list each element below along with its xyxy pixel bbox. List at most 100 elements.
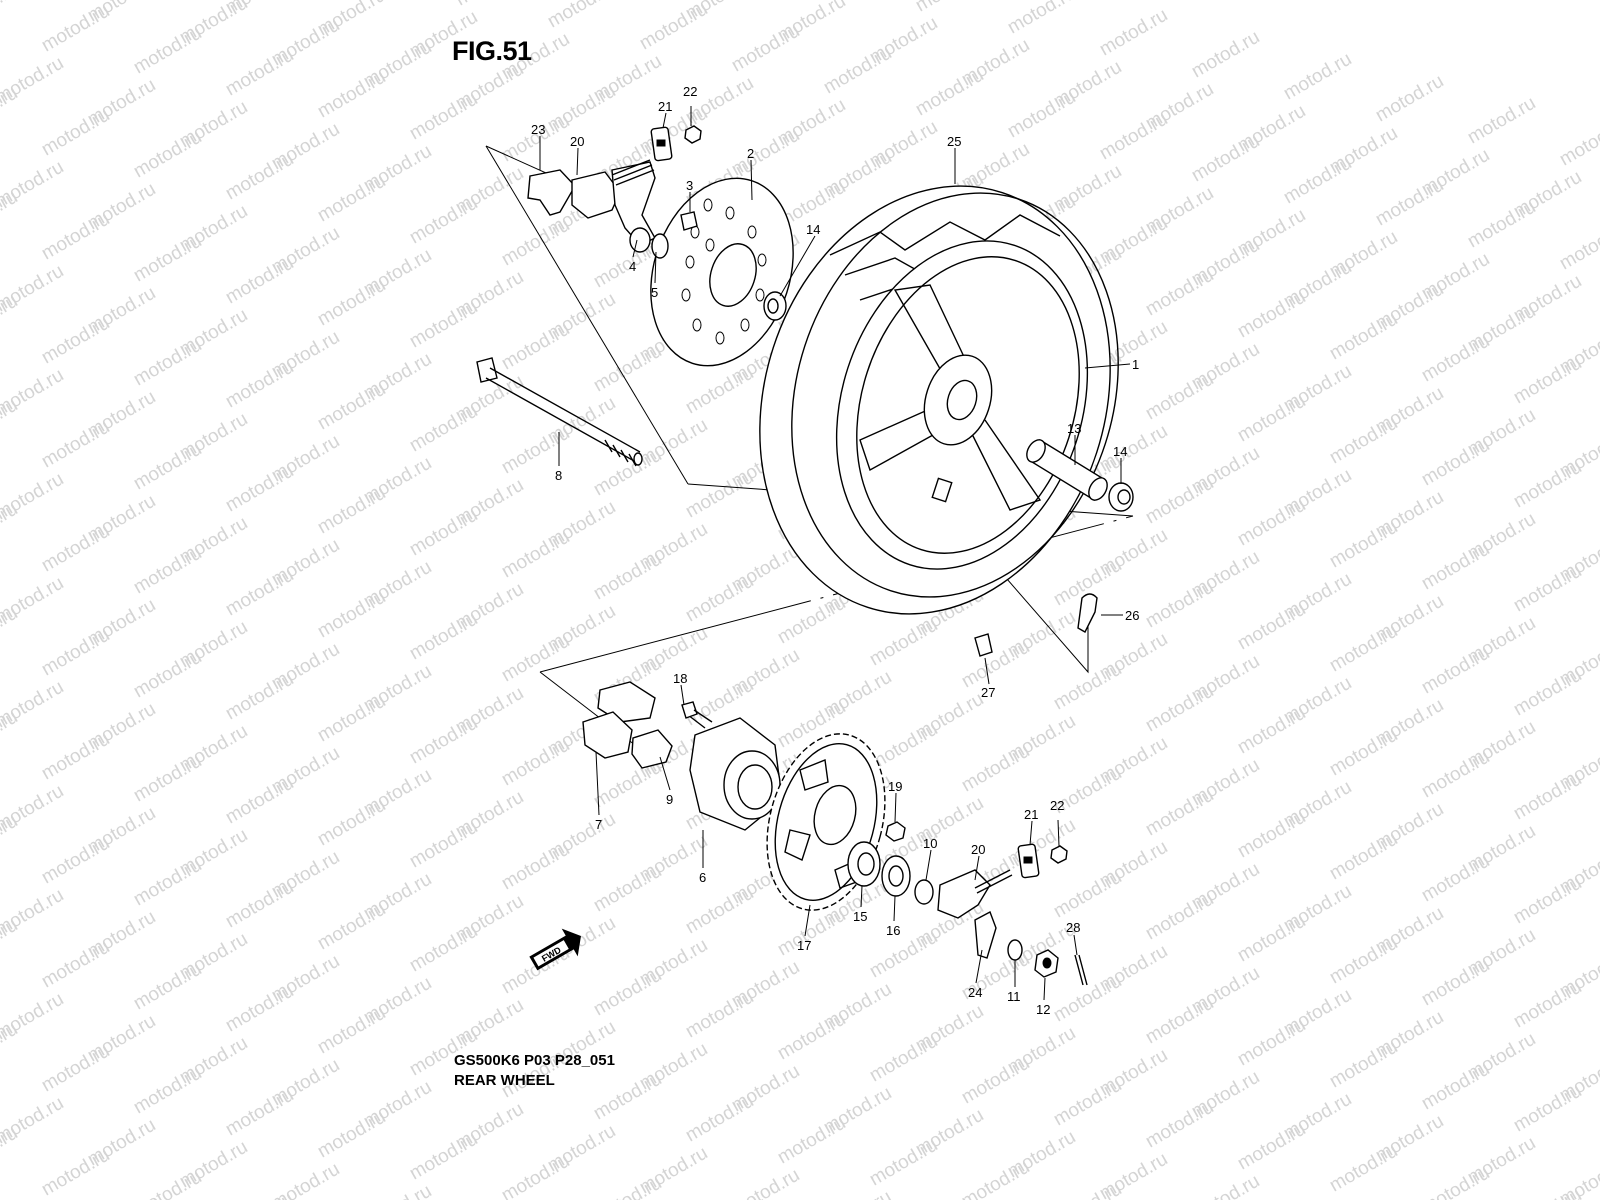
- watermark-text: motod.ru: [498, 735, 573, 791]
- callout-26: 26: [1125, 608, 1139, 623]
- watermark-text: motod.ru: [820, 43, 895, 99]
- callout-19: 19: [888, 779, 902, 794]
- cotter-pin-28: [1074, 954, 1088, 986]
- watermark-text: motod.ru: [1510, 665, 1585, 721]
- watermark-text: motod.ru: [130, 127, 205, 183]
- watermark-text: motod.ru: [498, 319, 573, 375]
- watermark-text: motod.ru: [1096, 5, 1171, 61]
- watermark-text: motod.ru: [406, 193, 481, 249]
- watermark-text: motod.ru: [1142, 1097, 1217, 1153]
- watermark-text: motod.ru: [1418, 539, 1493, 595]
- watermark-text: motod.ru: [1280, 153, 1355, 209]
- nut-19: [885, 821, 906, 842]
- watermark-text: motod.ru: [222, 461, 297, 517]
- watermark-text: motod.ru: [728, 1165, 803, 1200]
- callout-23: 23: [531, 122, 545, 137]
- callout-2: 2: [747, 146, 754, 161]
- watermark-text: motod.ru: [222, 1085, 297, 1141]
- watermark-text: motod.ru: [1464, 93, 1539, 149]
- watermark-text: motod.ru: [222, 669, 297, 725]
- callout-8: 8: [555, 468, 562, 483]
- forward-direction-arrow: FWD: [529, 928, 581, 971]
- axle-nut-12: [1034, 949, 1059, 978]
- watermark-text: motod.ru: [452, 0, 527, 10]
- watermark-text: motod.ru: [498, 839, 573, 895]
- sprocket-mounting-drum: [687, 714, 783, 831]
- watermark-text: motod.ru: [1326, 621, 1401, 677]
- watermark-text: motod.ru: [1326, 725, 1401, 781]
- watermark-text: motod.ru: [1142, 577, 1217, 633]
- watermark-text: motod.ru: [38, 625, 113, 681]
- watermark-text: motod.ru: [1234, 599, 1309, 655]
- washer-10: [914, 879, 934, 905]
- watermark-text: motod.ru: [406, 297, 481, 353]
- watermark-text: motod.ru: [682, 467, 757, 523]
- watermark-text: motod.ru: [1004, 87, 1079, 143]
- watermark-text: motod.ru: [406, 713, 481, 769]
- watermark-text: motod.ru: [0, 0, 21, 34]
- watermark-text: motod.ru: [38, 521, 113, 577]
- watermark-text: motod.ru: [1142, 265, 1217, 321]
- watermark-text: motod.ru: [1326, 1037, 1401, 1093]
- watermark-text: motod.ru: [866, 615, 941, 671]
- watermark-text: motod.ru: [38, 1145, 113, 1200]
- watermark-text: motod.ru: [130, 543, 205, 599]
- watermark-text: motod.ru: [406, 921, 481, 977]
- watermark-text: motod.ru: [38, 833, 113, 889]
- watermark-text: motod.ru: [130, 335, 205, 391]
- callout-17: 17: [797, 938, 811, 953]
- watermark-text: motod.ru: [1418, 1163, 1493, 1200]
- spacer-collar-13: [1026, 438, 1108, 502]
- watermark-text: motod.ru: [1372, 71, 1447, 127]
- watermark-text: motod.ru: [1188, 1171, 1263, 1200]
- watermark-text: motod.ru: [406, 89, 481, 145]
- figure-name: REAR WHEEL: [454, 1072, 555, 1089]
- chain-adjuster-21-lower: [1017, 843, 1040, 879]
- watermark-text: motod.ru: [1510, 561, 1585, 617]
- watermark-text: motod.ru: [1142, 785, 1217, 841]
- chain-adjuster-lower: [937, 869, 1013, 959]
- spacer-14-upper: [763, 291, 787, 321]
- watermark-text: motod.ru: [314, 1107, 389, 1163]
- callout-14-right: 14: [1113, 444, 1127, 459]
- watermark-text: motod.ru: [1326, 309, 1401, 365]
- watermark-text: motod.ru: [498, 215, 573, 271]
- watermark-text: motod.ru: [1234, 1119, 1309, 1175]
- watermark-text: motod.ru: [38, 105, 113, 161]
- watermark-text: motod.ru: [406, 401, 481, 457]
- watermark-text: motod.ru: [1188, 27, 1263, 83]
- watermark-text: motod.ru: [222, 45, 297, 101]
- watermark-text: motod.ru: [958, 741, 1033, 797]
- leader-lines: [539, 106, 1131, 1001]
- watermark-text: motod.ru: [314, 691, 389, 747]
- watermark-text: motod.ru: [222, 773, 297, 829]
- callout-14-upper: 14: [806, 222, 820, 237]
- watermark-text: motod.ru: [590, 1173, 665, 1200]
- watermark-text: motod.ru: [1326, 1141, 1401, 1197]
- callout-18: 18: [673, 671, 687, 686]
- watermark-text: motod.ru: [1510, 457, 1585, 513]
- callout-labels: 1 2 3 4 5 6 7 8 9 10 11 12 13 14 14 15 1…: [531, 84, 1139, 1017]
- watermark-text: motod.ru: [774, 905, 849, 961]
- cush-drive-rubbers: [582, 681, 673, 769]
- watermark-text: motod.ru: [1142, 681, 1217, 737]
- callout-6: 6: [699, 870, 706, 885]
- watermark-text: motod.ru: [590, 341, 665, 397]
- watermark-text: motod.ru: [1188, 131, 1263, 187]
- callout-3: 3: [686, 178, 693, 193]
- watermark-text: motod.ru: [38, 313, 113, 369]
- watermark-text: motod.ru: [406, 505, 481, 561]
- watermark-text: motod.ru: [866, 1135, 941, 1191]
- watermark-text: motod.ru: [544, 0, 619, 32]
- watermark-text: motod.ru: [406, 609, 481, 665]
- callout-10: 10: [923, 836, 937, 851]
- callout-21-upper: 21: [658, 99, 672, 114]
- watermark-text: motod.ru: [590, 445, 665, 501]
- washer-11: [1007, 939, 1023, 961]
- watermark-text: motod.ru: [38, 417, 113, 473]
- callout-25: 25: [947, 134, 961, 149]
- watermark-text: motod.ru: [1510, 873, 1585, 929]
- watermark-text: motod.ru: [1372, 175, 1447, 231]
- watermark-text: motod.ru: [1234, 911, 1309, 967]
